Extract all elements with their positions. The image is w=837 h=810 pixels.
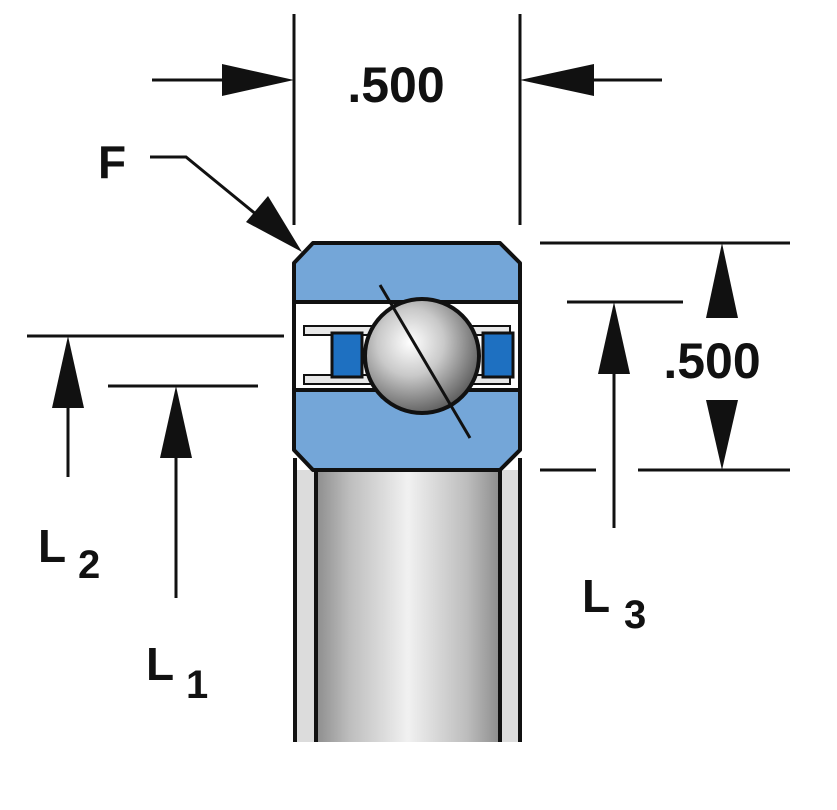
l3-label-main: L xyxy=(582,570,610,622)
l2-label-main: L xyxy=(38,520,66,572)
l2-arrow-up-icon xyxy=(52,336,84,408)
width-dimension: .500 xyxy=(152,14,662,225)
l2-callout: L 2 xyxy=(27,334,284,587)
chamfer-arrow-icon xyxy=(246,196,302,252)
l1-label-main: L xyxy=(146,638,174,690)
l2-label-subscript: 2 xyxy=(78,543,100,587)
bore-section xyxy=(293,458,522,742)
l1-callout: L 1 xyxy=(108,384,258,707)
l3-callout: L 3 xyxy=(567,300,683,637)
contact-angle-line xyxy=(378,284,472,439)
arrow-up-icon xyxy=(706,243,738,318)
bearing-section xyxy=(292,241,522,472)
l3-arrow-up-icon xyxy=(598,302,630,374)
chamfer-label: F xyxy=(98,136,126,188)
l3-label-subscript: 3 xyxy=(624,593,646,637)
bore-cylinder xyxy=(316,470,500,742)
separator-left xyxy=(330,331,364,379)
separator-right xyxy=(481,331,515,379)
arrow-right-icon xyxy=(222,64,294,96)
bore-wall-right xyxy=(500,470,520,742)
l1-label-subscript: 1 xyxy=(186,663,208,707)
width-dimension-label: .500 xyxy=(347,57,444,113)
inner-ring xyxy=(292,388,522,472)
chamfer-leader-line xyxy=(150,155,269,226)
height-dimension: .500 xyxy=(540,241,790,472)
chamfer-callout: F xyxy=(98,136,302,252)
arrow-down-icon xyxy=(706,400,738,470)
l1-arrow-up-icon xyxy=(160,386,192,458)
height-dimension-label: .500 xyxy=(663,333,760,389)
outer-ring xyxy=(292,241,522,304)
bore-wall-left xyxy=(295,470,316,742)
arrow-left-icon xyxy=(520,64,594,96)
